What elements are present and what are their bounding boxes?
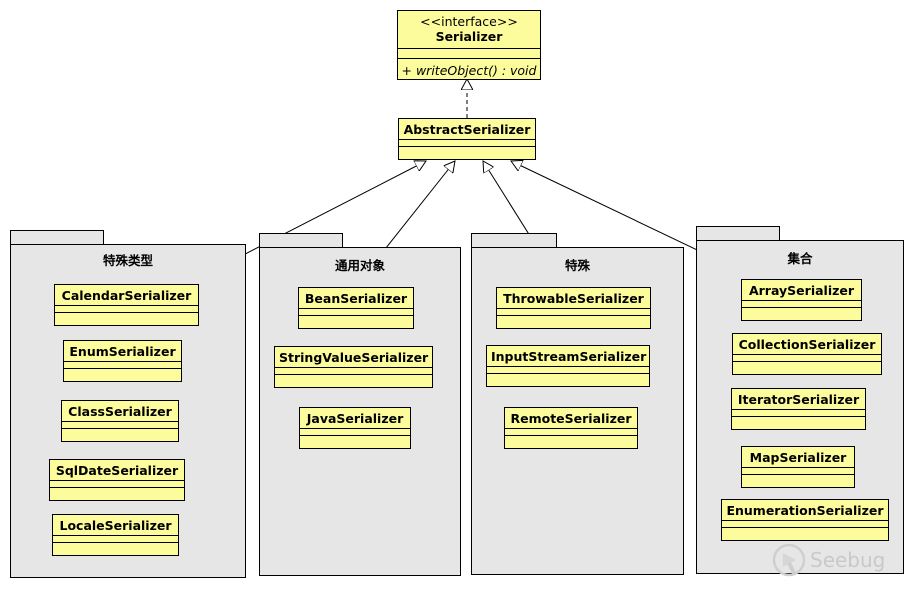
class-attributes-section (742, 300, 861, 307)
class-box[interactable]: LocaleSerializer (52, 514, 179, 556)
class-box[interactable]: IteratorSerializer (731, 388, 866, 430)
class-attributes-section (53, 535, 178, 542)
class-box[interactable]: SqlDateSerializer (49, 459, 185, 501)
class-attributes-section (64, 361, 181, 368)
class-name: LocaleSerializer (59, 518, 172, 533)
class-name: AbstractSerializer (403, 122, 531, 137)
class-box[interactable]: MapSerializer (741, 446, 855, 488)
watermark-text: Seebug (810, 548, 886, 572)
interface-operation: + writeObject() : void (398, 58, 540, 83)
class-operations-section (55, 312, 198, 320)
class-box[interactable]: StringValueSerializer (274, 346, 433, 388)
class-operations-section (505, 435, 637, 443)
class-name: EnumerationSerializer (726, 503, 884, 518)
class-name: BeanSerializer (304, 291, 408, 306)
class-name: ThrowableSerializer (503, 291, 644, 306)
class-attributes-section (487, 366, 649, 373)
class-operations-section (50, 487, 184, 495)
abstract-serializer-class[interactable]: AbstractSerializer (398, 118, 536, 160)
class-attributes-section (505, 428, 637, 435)
package-title: 特殊类型 (102, 253, 153, 268)
class-attributes-section (300, 428, 410, 435)
interface-stereotype: <<interface>> (420, 14, 518, 29)
class-name: MapSerializer (749, 450, 847, 465)
class-box[interactable]: EnumSerializer (63, 340, 182, 382)
class-operations-section (497, 315, 650, 323)
interface-name: Serializer (435, 29, 503, 44)
class-operations-section (742, 307, 861, 315)
class-operations-section (275, 374, 432, 382)
class-name: CalendarSerializer (61, 288, 192, 303)
class-name: StringValueSerializer (279, 350, 429, 365)
class-operations-section (64, 368, 181, 376)
class-attributes-section (299, 308, 413, 315)
class-name: ArraySerializer (748, 283, 855, 298)
class-operations-section (62, 428, 178, 436)
class-box[interactable]: ThrowableSerializer (496, 287, 651, 329)
class-box[interactable]: RemoteSerializer (504, 407, 638, 449)
class-box[interactable]: BeanSerializer (298, 287, 414, 329)
class-operations-section (53, 542, 178, 550)
package-title: 通用对象 (334, 258, 385, 273)
class-name: IteratorSerializer (737, 392, 860, 407)
class-name: JavaSerializer (306, 411, 404, 426)
interface-attributes-section (398, 48, 540, 58)
class-attributes-section (275, 367, 432, 374)
package-title: 集合 (787, 251, 813, 266)
class-name: SqlDateSerializer (55, 463, 179, 478)
class-box[interactable]: JavaSerializer (299, 407, 411, 449)
class-box[interactable]: ClassSerializer (61, 400, 179, 442)
class-attributes-section (733, 354, 881, 361)
class-attributes-section (55, 305, 198, 312)
class-attributes-section (732, 409, 865, 416)
class-name: CollectionSerializer (738, 337, 876, 352)
class-operations-section (299, 315, 413, 323)
class-operations-section (733, 361, 881, 369)
class-operations-section (742, 474, 854, 482)
class-box[interactable]: CollectionSerializer (732, 333, 882, 375)
class-operations-section (487, 373, 649, 381)
package-title: 特殊 (564, 258, 590, 273)
class-box[interactable]: CalendarSerializer (54, 284, 199, 326)
class-name: EnumSerializer (69, 344, 176, 359)
class-attributes-section (742, 467, 854, 474)
class-attributes-section (50, 480, 184, 487)
class-name: RemoteSerializer (510, 411, 632, 426)
class-name: ClassSerializer (68, 404, 172, 419)
class-box[interactable]: InputStreamSerializer (486, 345, 650, 387)
class-attributes-section (399, 139, 535, 146)
class-operations-section (399, 146, 535, 154)
class-box[interactable]: ArraySerializer (741, 279, 862, 321)
class-attributes-section (722, 520, 888, 527)
class-operations-section (732, 416, 865, 424)
class-operations-section (300, 435, 410, 443)
class-attributes-section (62, 421, 178, 428)
watermark: Seebug (772, 543, 885, 577)
class-operations-section (722, 527, 888, 535)
class-attributes-section (497, 308, 650, 315)
serializer-interface[interactable]: <<interface>> Serializer + writeObject()… (397, 10, 541, 80)
class-name: InputStreamSerializer (491, 349, 647, 364)
class-box[interactable]: EnumerationSerializer (721, 499, 889, 541)
seebug-logo-icon (772, 543, 806, 577)
